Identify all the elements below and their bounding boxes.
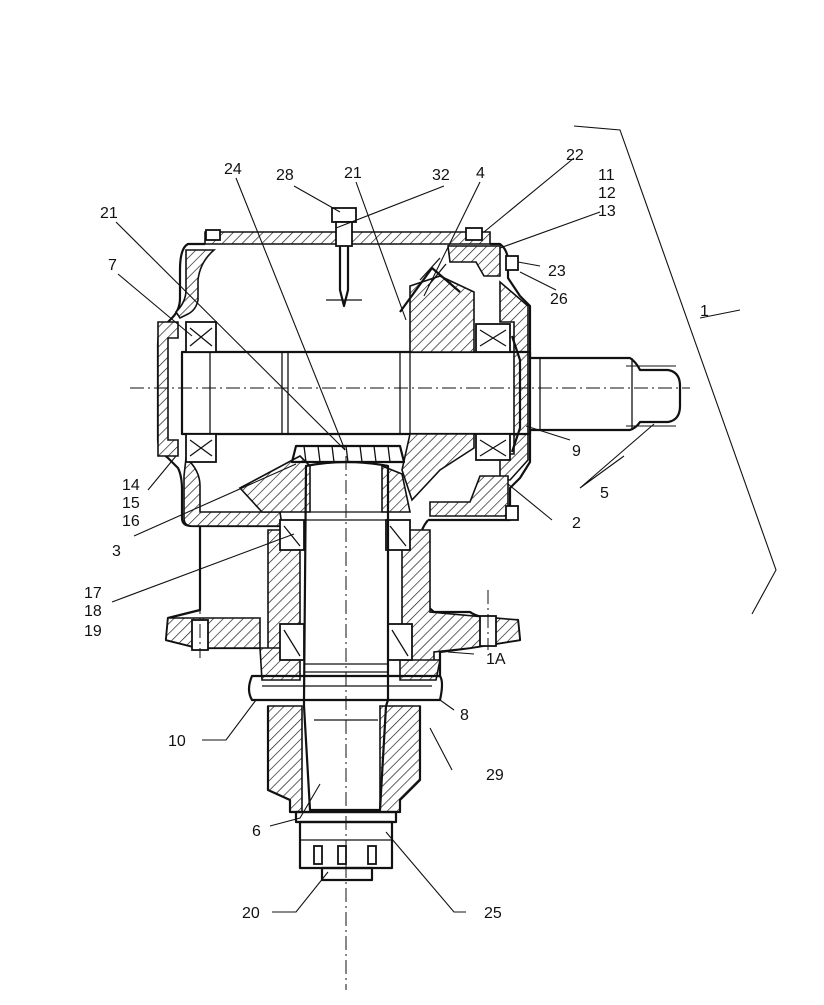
bolt-top-left — [205, 229, 221, 241]
callout-labels: 1 1A 2 3 4 5 6 7 8 9 10 11 12 13 14 15 1… — [84, 147, 709, 922]
bolt-top-right — [465, 227, 483, 241]
bevel-pinion — [238, 444, 411, 513]
callout-22: 22 — [566, 147, 584, 164]
left-bearing-cap — [157, 321, 179, 457]
callout-21-left: 21 — [100, 205, 118, 222]
callout-7: 7 — [108, 257, 117, 274]
callout-23: 23 — [548, 263, 566, 280]
callout-4: 4 — [476, 165, 485, 182]
lower-hub-left — [267, 705, 303, 813]
callout-10: 10 — [168, 733, 186, 750]
callout-18: 18 — [84, 603, 102, 620]
callout-19: 19 — [84, 623, 102, 640]
bearings — [185, 321, 511, 661]
callout-6: 6 — [252, 823, 261, 840]
oil-seal-9 — [510, 335, 522, 453]
bearing-bottom-right — [475, 433, 511, 461]
callout-32: 32 — [432, 167, 450, 184]
callout-28: 28 — [276, 167, 294, 184]
callout-13: 13 — [598, 203, 616, 220]
callout-29: 29 — [486, 767, 504, 784]
input-shaft — [130, 350, 690, 436]
callout-2: 2 — [572, 515, 581, 532]
callout-26: 26 — [550, 291, 568, 308]
bolt-right-side — [505, 255, 519, 271]
callout-12: 12 — [598, 185, 616, 202]
callout-24: 24 — [224, 161, 242, 178]
callout-15: 15 — [122, 495, 140, 512]
callout-17: 17 — [84, 585, 102, 602]
callout-1: 1 — [700, 303, 709, 320]
leader-lines — [111, 157, 741, 913]
callout-8: 8 — [460, 707, 469, 724]
callout-14: 14 — [122, 477, 140, 494]
output-shaft — [294, 456, 398, 990]
breather-plug — [326, 207, 362, 308]
callout-9: 9 — [572, 443, 581, 460]
callout-1a: 1A — [486, 651, 506, 668]
callout-3: 3 — [112, 543, 121, 560]
bearing-top-left — [185, 321, 217, 353]
callout-16: 16 — [122, 513, 140, 530]
bearing-top-right — [475, 323, 511, 353]
bearing-bottom-left — [185, 433, 217, 463]
callout-25: 25 — [484, 905, 502, 922]
callout-20: 20 — [242, 905, 260, 922]
callout-11: 11 — [598, 167, 615, 184]
callout-21-top: 21 — [344, 165, 362, 182]
assembly-bracket — [573, 125, 777, 615]
callout-5: 5 — [600, 485, 609, 502]
bolt-right-lower — [505, 505, 519, 521]
bevel-gear-large — [399, 257, 475, 502]
